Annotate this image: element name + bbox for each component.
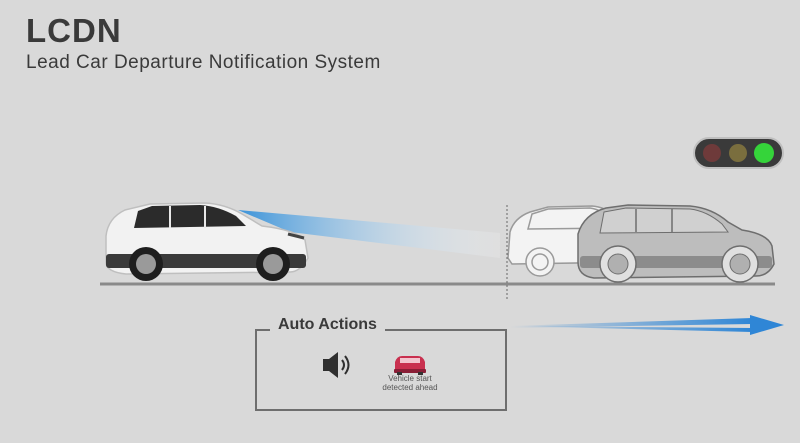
ego-car — [105, 202, 309, 281]
page-title: LCDN — [26, 12, 122, 49]
traffic-lamp-yellow — [729, 144, 747, 162]
departure-arrow — [510, 315, 784, 335]
caption-line-2: detected ahead — [382, 383, 438, 392]
sensor-beam — [238, 210, 500, 258]
traffic-light — [693, 137, 784, 169]
traffic-lamp-green — [754, 143, 774, 163]
auto-actions-panel — [255, 329, 507, 411]
car-icon — [394, 356, 426, 375]
page-subtitle: Lead Car Departure Notification System — [26, 52, 381, 73]
speaker-icon — [323, 352, 350, 378]
caption-line-1: Vehicle start — [388, 374, 432, 383]
car-icon-caption: Vehicle start detected ahead — [362, 374, 458, 392]
traffic-lamp-red — [703, 144, 721, 162]
auto-actions-title: Auto Actions — [270, 316, 385, 334]
lead-car — [577, 204, 775, 283]
